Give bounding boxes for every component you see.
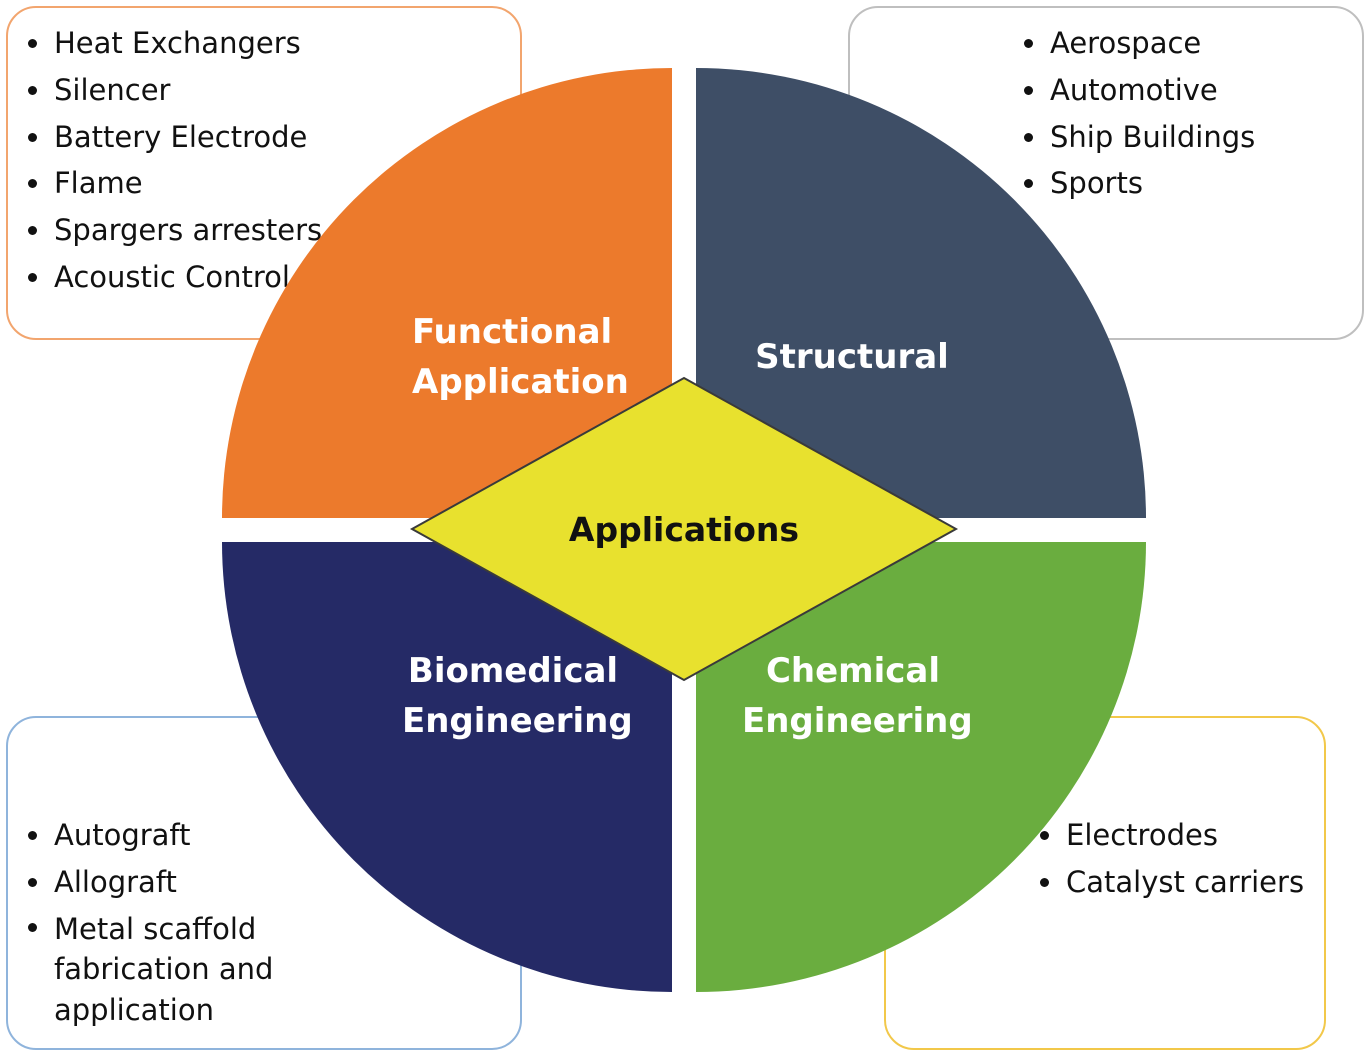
list-item: Spargers arresters <box>26 207 322 254</box>
biomedical-title: Biomedical Engineering <box>402 646 633 746</box>
biomedical-items-list: Autograft Allograft Metal scaffold fabri… <box>26 812 294 1030</box>
structural-quadrant <box>696 68 1146 518</box>
functional-items-list: Heat Exchangers Silencer Battery Electro… <box>26 20 322 301</box>
chemical-items-list: Electrodes Catalyst carriers <box>1038 812 1304 906</box>
list-item: Sports <box>1022 160 1255 207</box>
functional-title-line: Functional <box>412 312 613 352</box>
center-label: Applications <box>568 510 800 549</box>
list-item: Electrodes <box>1038 812 1304 859</box>
structural-title: Structural <box>752 332 952 382</box>
list-item: Heat Exchangers <box>26 20 322 67</box>
list-item: Aerospace <box>1022 20 1255 67</box>
list-item: Acoustic Control <box>26 254 322 301</box>
chemical-title: Chemical Engineering <box>742 646 973 746</box>
list-item: Automotive <box>1022 67 1255 114</box>
chemical-title-line: Chemical <box>765 651 941 691</box>
chemical-quadrant <box>696 542 1146 992</box>
list-item: Allograft <box>26 859 294 906</box>
list-item: Autograft <box>26 812 294 859</box>
list-item: Metal scaffold fabrication and applicati… <box>26 906 294 1031</box>
structural-items-list: Aerospace Automotive Ship Buildings Spor… <box>1022 20 1255 207</box>
chemical-title-line: Engineering <box>742 701 973 741</box>
biomedical-title-line: Biomedical <box>407 651 619 691</box>
list-item: Flame <box>26 160 322 207</box>
functional-title-line: Application <box>412 362 629 402</box>
list-item: Catalyst carriers <box>1038 859 1304 906</box>
center-diamond <box>409 376 959 682</box>
functional-title: Functional Application <box>412 307 629 407</box>
list-item: Battery Electrode <box>26 114 322 161</box>
list-item: Silencer <box>26 67 322 114</box>
biomedical-quadrant <box>222 542 672 992</box>
functional-quadrant <box>222 68 672 518</box>
biomedical-title-line: Engineering <box>402 701 633 741</box>
list-item: Ship Buildings <box>1022 114 1255 161</box>
structural-title-line: Structural <box>755 337 949 377</box>
